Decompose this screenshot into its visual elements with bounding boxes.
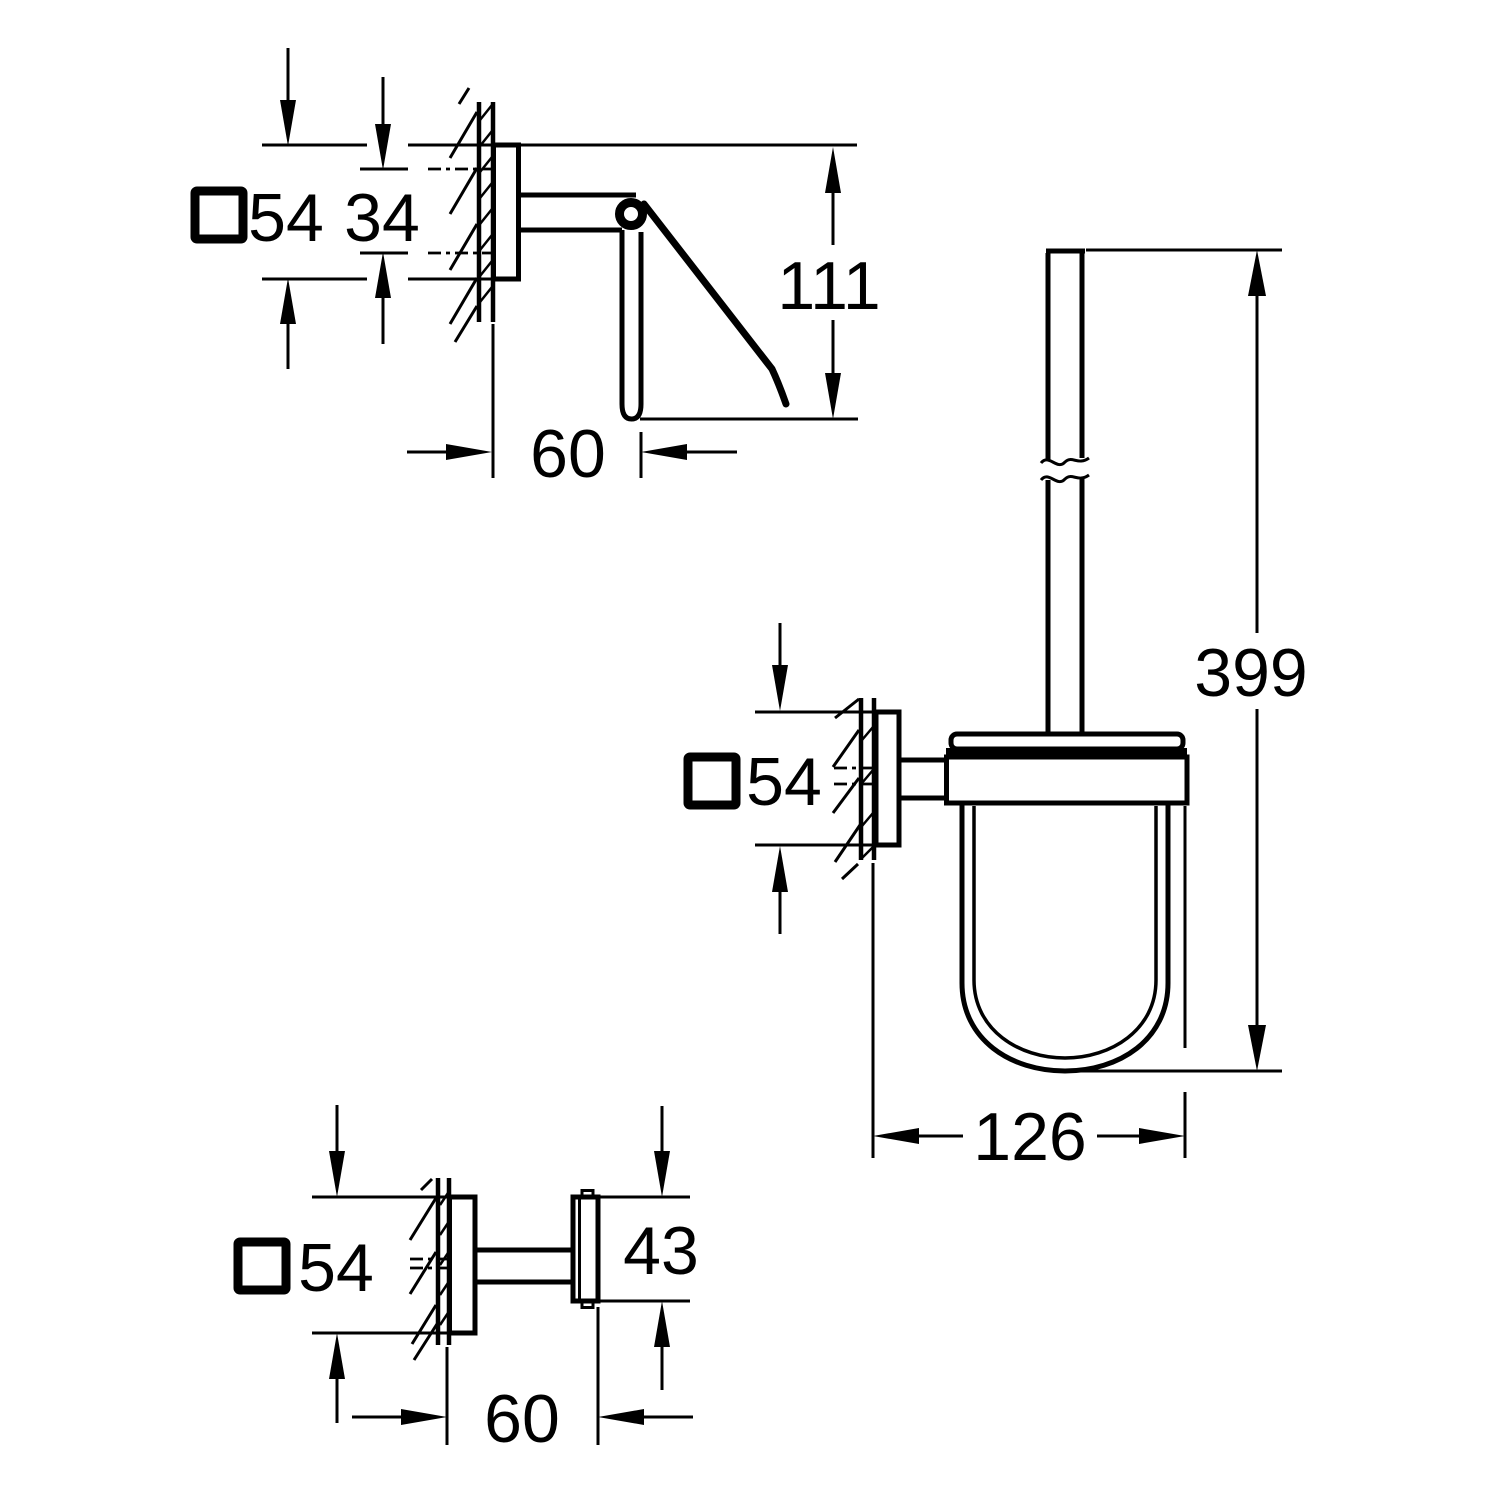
holder-ring (944, 754, 1190, 806)
dim-43: 43 (598, 1106, 699, 1390)
dim-label-square-54: 54 (746, 744, 822, 820)
dim-54-arrows (280, 48, 296, 369)
dim-126: 126 (871, 806, 1187, 1175)
paper-holder-geometry (491, 142, 790, 422)
wall-hatching (448, 87, 493, 343)
mounting-plate (873, 709, 902, 848)
dim-54-arrows (329, 1105, 345, 1423)
brush-holder-geometry (873, 709, 1190, 1074)
holder-stub (896, 757, 950, 801)
view-robe-hook: 54 43 60 (233, 1105, 699, 1457)
holder-lip (948, 731, 1186, 752)
dim-60: 60 (407, 324, 737, 492)
dim-label-projection-60: 60 (530, 416, 606, 492)
dim-label-plate-34: 34 (344, 180, 420, 256)
view-toilet-paper-holder: 111 60 54 34 (190, 48, 881, 492)
dim-label-height-111: 111 (777, 248, 880, 324)
cover-flap-edge (640, 200, 790, 408)
mounting-plate (491, 142, 521, 282)
hook-face (570, 1194, 601, 1304)
square-symbol (233, 1237, 291, 1295)
dim-label-square-54: 54 (298, 1230, 374, 1306)
roll-pivot-pin (615, 198, 647, 230)
hook-stem (472, 1247, 578, 1285)
hook-face-tab-top (580, 1189, 595, 1199)
square-symbol (190, 186, 248, 244)
hook-geometry (447, 1189, 601, 1336)
brush-dimensions: 54 399 126 (683, 248, 1308, 1175)
break-symbol (1039, 473, 1090, 484)
glass-cup-inner (972, 806, 1158, 1060)
flap-front-bar (619, 230, 644, 422)
dim-label-projection-60: 60 (484, 1381, 560, 1457)
paper-holder-dimensions: 111 60 54 34 (190, 48, 881, 492)
dim-399: 399 (1055, 248, 1308, 1073)
dim-111: 111 (777, 147, 881, 419)
dim-60: 60 (352, 1307, 693, 1457)
dim-label-height-399: 399 (1194, 635, 1307, 711)
dim-54-arrows (772, 623, 788, 934)
dim-34-arrows (375, 77, 391, 344)
dim-label-projection-126: 126 (973, 1099, 1086, 1175)
break-symbol (1039, 456, 1090, 467)
hook-face-tab-bottom (580, 1299, 595, 1309)
hook-dimensions: 54 43 60 (233, 1105, 699, 1457)
view-toilet-brush-set: 54 399 126 (683, 248, 1308, 1175)
dim-label-square-54: 54 (248, 180, 324, 256)
mounting-plate (447, 1194, 478, 1336)
holder-seam (946, 748, 1187, 757)
brush-handle (1039, 248, 1090, 733)
dim-label-face-43: 43 (623, 1213, 699, 1289)
square-symbol (683, 752, 741, 810)
